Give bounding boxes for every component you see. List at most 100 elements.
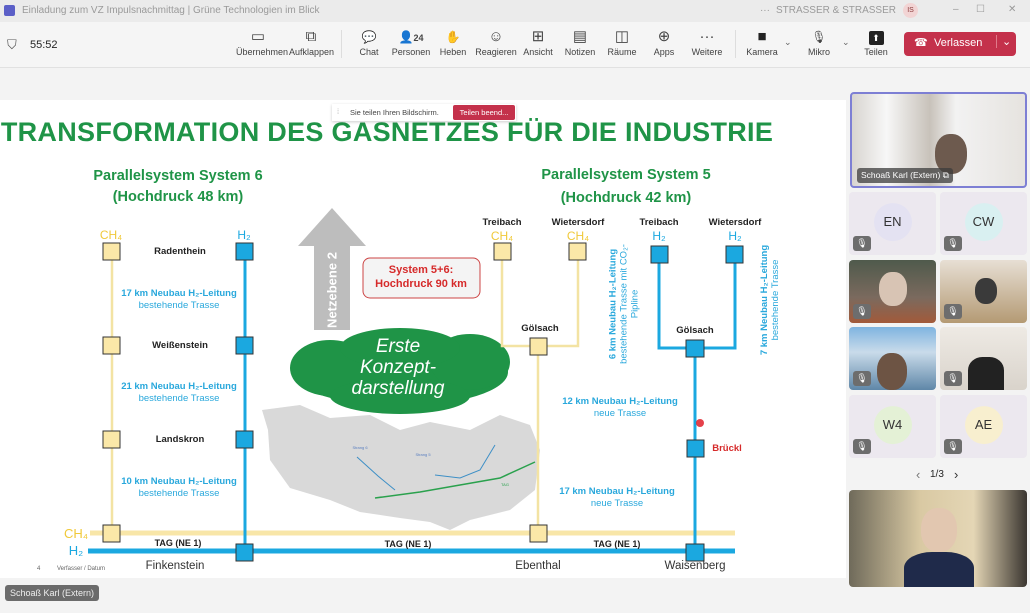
more-icon: ··· — [699, 28, 715, 45]
mic-options-chevron-icon[interactable]: ⌄ — [842, 37, 850, 47]
mic-off-icon: 🎙 — [853, 304, 871, 319]
video-person-body — [904, 552, 974, 587]
more-button[interactable]: ··· Weitere — [685, 27, 729, 57]
ch4-label: CH₄ — [490, 229, 514, 243]
mic-off-icon: 🎙 — [853, 439, 871, 454]
more-icon[interactable]: ··· — [759, 5, 770, 16]
h2-label: H₂ — [652, 229, 666, 243]
ch4-node — [102, 430, 121, 449]
maximize-button[interactable]: ☐ — [976, 4, 985, 15]
segment-route: bestehende Trasse — [138, 300, 220, 311]
minimize-button[interactable]: – — [953, 4, 959, 15]
system-box: System 5+6:Hochdruck 90 km — [375, 263, 467, 291]
h2-node — [650, 245, 669, 264]
leave-options-chevron-icon[interactable]: ⌄ — [996, 35, 1011, 48]
pop-out-button[interactable]: ⧉Aufklappen — [289, 27, 334, 57]
place-ebenthal: Ebenthal — [515, 560, 561, 572]
participant-tile[interactable]: W4🎙 — [849, 395, 936, 458]
h2-node — [235, 336, 254, 355]
tag-label: TAG (NE 1) — [593, 539, 641, 549]
system-box-frame — [362, 257, 481, 299]
stop-sharing-button[interactable]: Teilen beend... — [453, 105, 515, 120]
h2-node — [235, 430, 254, 449]
screen-share-icon: ⧉ — [942, 170, 949, 180]
button-label: Reagieren — [475, 47, 517, 57]
camera-button[interactable]: ■Kamera — [740, 27, 784, 57]
carinthia-map — [262, 405, 540, 530]
camera-options-chevron-icon[interactable]: ⌄ — [784, 37, 792, 47]
grid-icon: ⊞ — [531, 28, 545, 45]
station-weissenstein: Weißenstein — [152, 340, 208, 351]
station-brueckl: Brückl — [712, 443, 742, 454]
participant-video-tile[interactable]: 🎙 — [940, 327, 1027, 390]
leave-label: Verlassen — [934, 37, 983, 49]
participant-tile[interactable]: EN🎙 — [849, 192, 936, 255]
notes-icon: ▤ — [572, 28, 588, 45]
participant-tile[interactable]: CW🎙 — [940, 192, 1027, 255]
notes-button[interactable]: ▤ Notizen — [558, 27, 602, 57]
h2-node — [686, 439, 705, 458]
next-page-button[interactable]: › — [954, 467, 959, 482]
participant-video-tile[interactable]: 🎙 — [849, 327, 936, 390]
react-button[interactable]: ☺Reagieren — [474, 27, 518, 57]
mic-icon: 🎙 — [811, 30, 827, 44]
button-label: Personen — [391, 47, 431, 57]
pop-out-icon: ⧉ — [305, 28, 317, 45]
people-icon: 👤24 — [389, 27, 433, 47]
segment-length: 10 km Neubau H₂-Leitung — [121, 476, 237, 487]
share-button[interactable]: ⬆ Teilen — [854, 27, 898, 57]
right-heading-line1: Parallelsystem System 5 — [541, 167, 711, 183]
prev-page-button[interactable]: ‹ — [916, 467, 921, 482]
cloud-line: darstellung — [351, 378, 445, 399]
take-control-button[interactable]: ▭Übernehmen — [236, 27, 288, 57]
left-heading-line1: Parallelsystem System 6 — [93, 168, 263, 184]
view-button[interactable]: ⊞ Ansicht — [516, 27, 560, 57]
button-label: Ansicht — [523, 47, 553, 57]
note-line: 6 km Neubau H₂-Leitung — [607, 248, 619, 360]
ch4-node — [568, 242, 587, 261]
chat-button[interactable]: 💬Chat — [347, 27, 391, 57]
button-label: Weitere — [691, 47, 723, 57]
cloud-line: Erste — [375, 336, 421, 357]
button-label: Teilen — [864, 47, 888, 57]
participant-video-tile[interactable]: 🎙 — [940, 260, 1027, 323]
h2-node — [235, 242, 254, 261]
station-goelsach-ch4: Gölsach — [521, 323, 559, 334]
share-arrow-icon: ⬆ — [868, 31, 884, 45]
rooms-button[interactable]: ◫Räume — [600, 27, 644, 57]
drag-handle-icon[interactable]: ⁞ — [337, 107, 340, 116]
netzebene-arrow — [298, 208, 366, 330]
segment-route: neue Trasse — [593, 408, 647, 419]
button-label: Mikro — [808, 47, 830, 57]
close-button[interactable]: ✕ — [1008, 4, 1017, 15]
shared-slide: TRANSFORMATION DES GASNETZES FÜR DIE IND… — [0, 100, 846, 578]
segment-length: 21 km Neubau H₂-Leitung — [121, 381, 237, 392]
raise-hand-button[interactable]: ✋Heben — [431, 27, 475, 57]
screen-share-banner: ⁞ Sie teilen Ihren Bildschirm. Teilen be… — [332, 104, 516, 121]
note-line: bestehende Trasse — [770, 259, 781, 341]
title-bar: Einladung zum VZ Impulsnachmittag | Grün… — [0, 0, 1030, 22]
source-wietersdorf-ch4: Wietersdorf — [551, 217, 605, 228]
self-video-tile[interactable] — [849, 490, 1027, 587]
video-person — [879, 272, 907, 306]
button-label: Chat — [359, 47, 379, 57]
segment-route: bestehende Trasse — [138, 488, 220, 499]
participant-name: Schoaß Karl (Extern) — [861, 170, 941, 180]
leave-button[interactable]: ☎ Verlassen ⌄ — [904, 32, 1016, 56]
avatar: EN — [873, 202, 912, 241]
participant-video-tile[interactable]: 🎙 — [849, 260, 936, 323]
button-label: Übernehmen — [236, 47, 289, 57]
user-avatar[interactable]: IS — [903, 3, 918, 18]
participant-tile[interactable]: AE🎙 — [940, 395, 1027, 458]
apps-button[interactable]: ⊕Apps — [642, 27, 686, 57]
source-treibach-h2: Treibach — [639, 217, 679, 228]
featured-video-tile[interactable]: Schoaß Karl (Extern) ⧉ — [850, 92, 1027, 188]
source-treibach-ch4: Treibach — [482, 217, 522, 228]
mic-button[interactable]: 🎙 Mikro — [797, 27, 841, 57]
people-count: 24 — [413, 33, 424, 43]
button-label: Notizen — [564, 47, 596, 57]
